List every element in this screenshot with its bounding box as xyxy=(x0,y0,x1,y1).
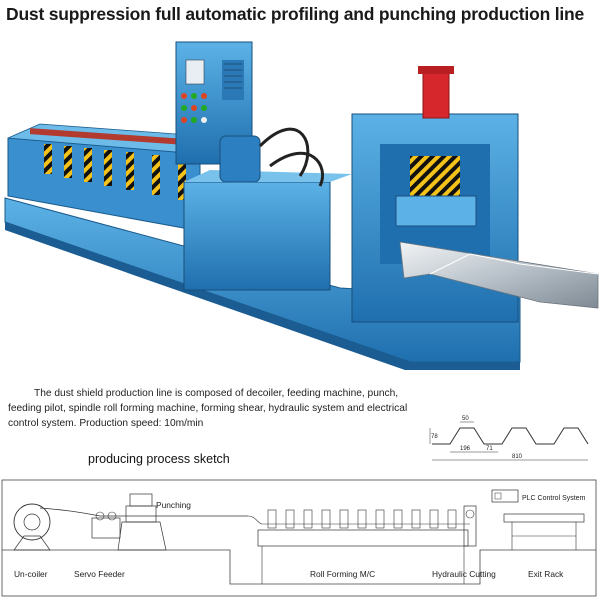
dim-top: 50 xyxy=(462,416,469,422)
label-uncoiler: Un-coiler xyxy=(14,569,48,579)
profile-line xyxy=(432,427,589,445)
hydraulic-station xyxy=(183,181,331,291)
description-line-1: The dust shield production line is compo… xyxy=(34,388,399,399)
strip-path xyxy=(39,507,248,517)
label-hydraulic-cutting: Hydraulic Cutting xyxy=(432,569,496,579)
stand-1 xyxy=(44,144,52,174)
description-line-2: feeding pilot, spindle roll forming mach… xyxy=(8,403,408,414)
hydraulic-cylinder xyxy=(422,69,450,119)
sketch-title: producing process sketch xyxy=(88,452,230,466)
label-servo-feeder: Servo Feeder xyxy=(74,569,125,579)
servo-feeder-icon xyxy=(91,511,121,539)
label-punching: Punching xyxy=(156,500,191,510)
label-exit-rack: Exit Rack xyxy=(528,569,564,579)
production-line-photo xyxy=(4,41,599,370)
stand-3 xyxy=(84,148,92,182)
control-buttons xyxy=(181,93,207,123)
punch-die xyxy=(410,156,460,196)
hydraulic-cutting-icon xyxy=(463,505,477,547)
forming-rollers xyxy=(30,128,200,146)
dim-total: 810 xyxy=(512,454,523,460)
label-plc: PLC Control System xyxy=(522,495,586,502)
stand-6 xyxy=(152,155,160,195)
punching-icon xyxy=(117,493,167,551)
dim-gap: 71 xyxy=(486,446,493,452)
roll-forming-icon xyxy=(257,509,469,584)
stand-4 xyxy=(104,150,112,186)
process-sketch: Punching PLC Control System Un-coiler Se… xyxy=(1,479,597,597)
dim-height: 78 xyxy=(431,434,438,440)
plc-icon xyxy=(491,489,519,503)
exit-rack-icon xyxy=(503,513,585,550)
stand-7 xyxy=(178,158,186,200)
profile-drawing: 78 50 196 71 810 xyxy=(429,416,589,461)
description: The dust shield production line is compo… xyxy=(8,386,428,431)
page-title: Dust suppression full automatic profilin… xyxy=(6,4,585,24)
dim-pitch: 196 xyxy=(460,446,471,452)
uncoiler-icon xyxy=(13,503,51,551)
stand-2 xyxy=(64,146,72,178)
stand-5 xyxy=(126,152,134,190)
label-roll-forming: Roll Forming M/C xyxy=(310,569,375,579)
sketch-frame xyxy=(1,479,597,597)
description-line-3: control system. Production speed: 10m/mi… xyxy=(8,418,204,429)
